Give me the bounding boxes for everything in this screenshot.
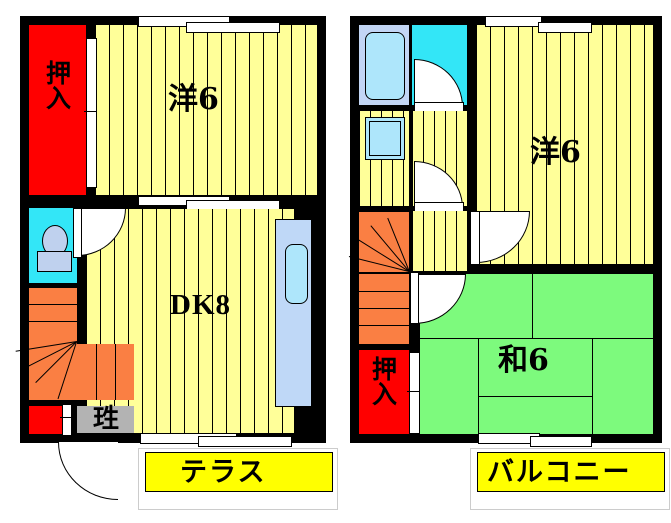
- right-closet-door-track[interactable]: [409, 352, 420, 434]
- left-upper-closet: [29, 25, 86, 195]
- left-terrace-door-inner[interactable]: [198, 436, 292, 447]
- balcony: [477, 452, 665, 492]
- right-western-room-window-inner: [538, 22, 592, 33]
- left-stair-tread: [29, 321, 77, 322]
- plan-left: 押入 DK8: [15, 16, 326, 447]
- right-balcony-door-inner[interactable]: [530, 436, 592, 447]
- right-closet-label: 押入: [368, 356, 398, 406]
- terrace: [145, 452, 333, 492]
- balcony-label: バルコニー: [487, 457, 632, 488]
- left-entrance-door-swing[interactable]: [58, 442, 118, 500]
- left-western-room-label: 洋6: [168, 82, 219, 117]
- tatami-seam: [478, 338, 479, 434]
- left-entrance-label: 珄: [93, 404, 120, 434]
- left-shoe-closet: [29, 406, 62, 434]
- toilet-tank-icon: [37, 251, 72, 272]
- right-stair-tread: [359, 291, 409, 292]
- left-stairs-landing: [77, 344, 134, 400]
- right-japanese-room-floor: [420, 274, 653, 434]
- left-entrance-floor: [77, 406, 134, 433]
- right-stair-tread: [359, 325, 409, 326]
- left-shoe-closet-door-track[interactable]: [62, 404, 72, 436]
- left-dk-label: DK8: [170, 289, 231, 321]
- left-stair-landing-line: [96, 344, 97, 400]
- right-western-room-window-outer: [485, 16, 542, 27]
- tatami-seam: [592, 338, 593, 434]
- right-corridor-floor: [412, 211, 467, 271]
- left-toilet-door-leaf[interactable]: [73, 208, 82, 258]
- left-western-room-window-outer: [138, 16, 230, 27]
- left-stair-landing-line: [115, 344, 116, 400]
- right-stairs-straight: [359, 274, 409, 344]
- plan-right: 洋6 押入 和6: [348, 16, 662, 447]
- right-stair-tread: [359, 308, 409, 309]
- right-japanese-room-label: 和6: [498, 343, 549, 378]
- bathtub-icon: [365, 32, 405, 100]
- left-western-room-floor: [95, 25, 317, 195]
- left-dk-tub: [285, 244, 308, 304]
- right-closet: [359, 350, 409, 434]
- right-closet-door-tick: [407, 391, 420, 392]
- left-shoe-closet-door-tick: [60, 417, 72, 418]
- tatami-seam: [478, 396, 592, 397]
- right-western-room-door-leaf[interactable]: [470, 211, 480, 265]
- left-stairs-straight: [29, 288, 77, 338]
- washbasin-inner-icon: [369, 121, 401, 156]
- right-japanese-room-door-leaf[interactable]: [410, 272, 419, 324]
- left-upper-closet-label: 押入: [42, 60, 72, 110]
- left-upper-closet-door-tick: [84, 111, 97, 112]
- left-western-room-window-inner: [186, 22, 280, 33]
- left-upper-closet-door-track: [86, 38, 97, 188]
- left-stair-tread: [29, 304, 77, 305]
- tatami-seam: [532, 274, 533, 338]
- tatami-seam: [420, 338, 653, 339]
- right-western-room-label: 洋6: [530, 135, 581, 170]
- terrace-label: テラス: [180, 457, 267, 488]
